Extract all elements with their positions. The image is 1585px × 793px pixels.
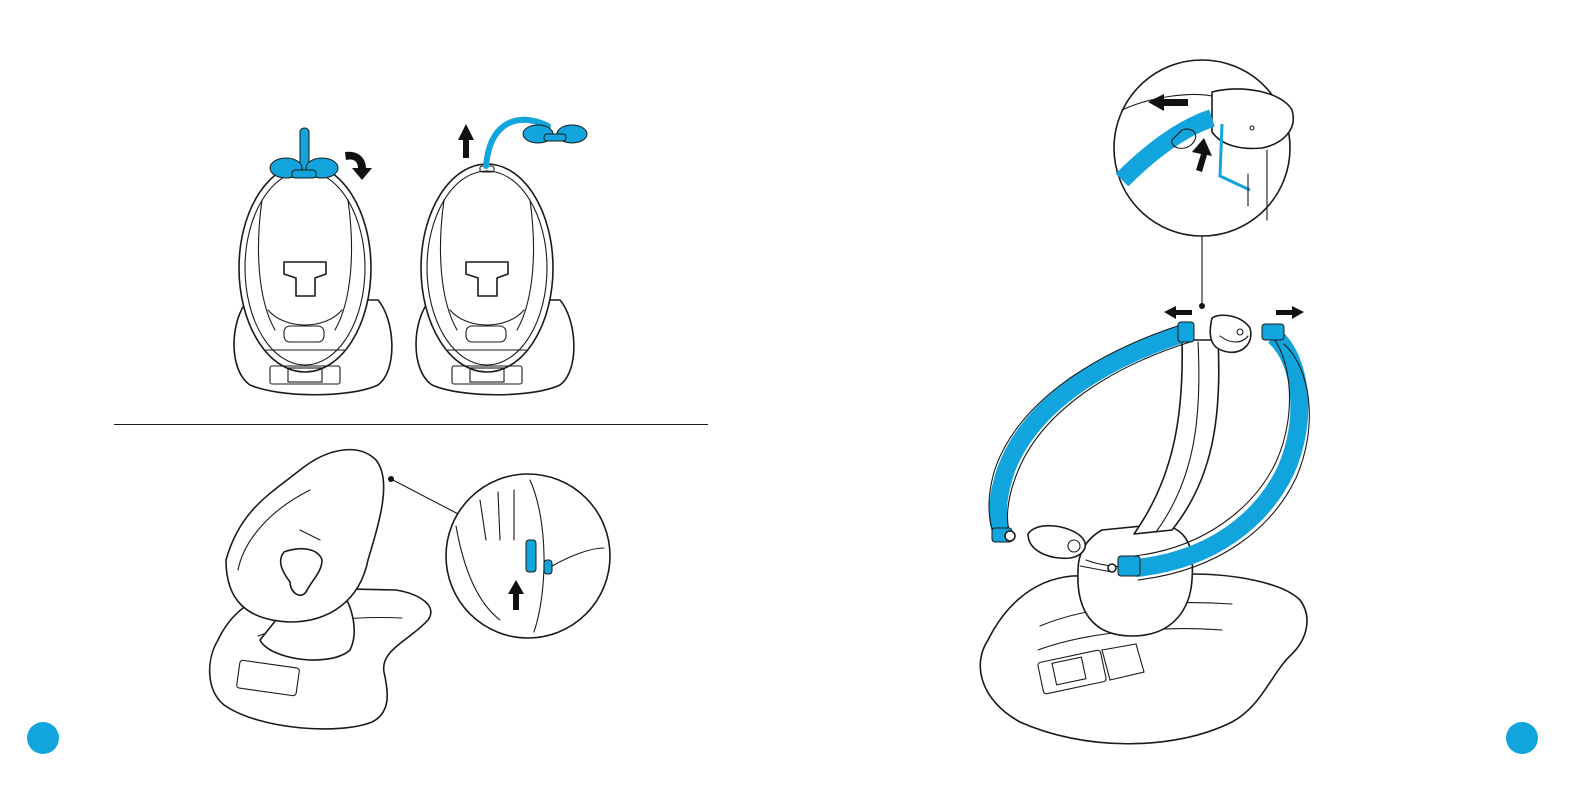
step-remove-seat-illustration — [0, 0, 792, 793]
step-remove-frame-tubes-illustration — [792, 0, 1585, 793]
detail-circle-tube — [1114, 60, 1293, 236]
left-page — [0, 0, 792, 793]
drive-housing — [1078, 524, 1193, 636]
left-arrow-icon — [1164, 306, 1192, 319]
detail-circle-release — [446, 474, 610, 638]
right-page — [792, 0, 1585, 793]
right-arrow-icon — [1276, 306, 1304, 319]
page-marker-left — [27, 722, 59, 754]
page-marker-right — [1506, 722, 1538, 754]
